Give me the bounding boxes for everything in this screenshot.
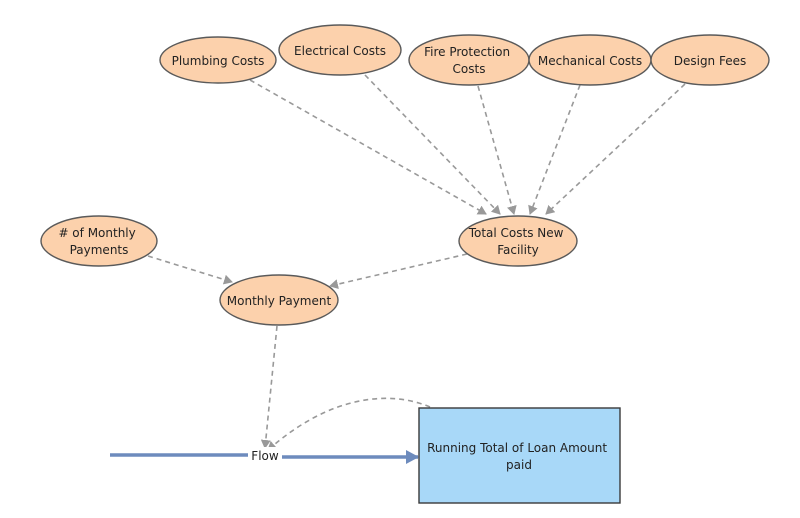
link-running-to-flow[interactable] xyxy=(267,397,431,451)
link-monthly-to-flow[interactable] xyxy=(260,325,278,449)
stock-label: Running Total of Loan Amount paid xyxy=(427,441,611,472)
link-plumbing-to-total[interactable] xyxy=(249,79,487,215)
variable-electrical-ellipse[interactable] xyxy=(278,24,402,76)
link-electrical-to-total[interactable] xyxy=(364,74,501,215)
variable-design-fees[interactable]: Design Fees xyxy=(650,34,770,86)
variable-number-of-monthly-payments[interactable]: # of Monthly Payments xyxy=(40,215,158,267)
variable-numpay-line-2: Payments xyxy=(70,243,129,257)
variable-electrical-label: Electrical Costs xyxy=(294,44,386,58)
link-layer xyxy=(147,74,686,451)
variable-plumbing-label: Plumbing Costs xyxy=(172,54,265,68)
variable-total-line-1: Total Costs New xyxy=(468,226,564,240)
variable-total-ellipse[interactable] xyxy=(458,215,578,267)
variable-total-costs-new-facility[interactable]: Total Costs New Facility xyxy=(458,215,578,267)
variable-fire-line-2: Costs xyxy=(453,62,486,76)
stock-box[interactable] xyxy=(418,407,621,504)
stock-label-line-2: paid xyxy=(506,458,532,472)
link-design-to-total[interactable] xyxy=(545,83,686,215)
flow-label-bg xyxy=(248,447,282,463)
variable-total-label: Total Costs New Facility xyxy=(468,226,568,257)
variable-electrical-line-1: Electrical Costs xyxy=(294,44,386,58)
flow-pipe[interactable]: Flow xyxy=(110,447,419,464)
link-numpay-to-monthly[interactable] xyxy=(147,255,233,285)
variable-total-line-2: Facility xyxy=(497,243,539,257)
link-total-to-monthly[interactable] xyxy=(329,253,468,290)
variable-monthly-line-1: Monthly Payment xyxy=(227,294,332,308)
variable-fire-protection-costs[interactable]: Fire Protection Costs xyxy=(408,34,530,86)
variable-numpay-label: # of Monthly Payments xyxy=(58,226,139,257)
variable-mechanical-label: Mechanical Costs xyxy=(538,54,642,68)
variable-plumbing-costs[interactable]: Plumbing Costs xyxy=(159,36,277,84)
link-mechanical-to-total[interactable] xyxy=(528,84,581,215)
variable-fire-line-1: Fire Protection xyxy=(424,45,510,59)
variable-electrical-costs[interactable]: Electrical Costs xyxy=(278,24,402,76)
variable-design-line-1: Design Fees xyxy=(674,54,747,68)
stock-label-line-1: Running Total of Loan Amount xyxy=(427,441,607,455)
variable-fire-ellipse[interactable] xyxy=(408,34,530,86)
variable-monthly-label: Monthly Payment xyxy=(227,294,332,308)
flow-label[interactable]: Flow xyxy=(251,449,279,463)
variable-monthly-ellipse[interactable] xyxy=(219,274,339,326)
stock-running-total[interactable]: Running Total of Loan Amount paid xyxy=(418,407,621,504)
variable-mechanical-line-1: Mechanical Costs xyxy=(538,54,642,68)
variable-plumbing-ellipse[interactable] xyxy=(159,36,277,84)
variable-numpay-line-1: # of Monthly xyxy=(58,226,135,240)
variable-fire-label: Fire Protection Costs xyxy=(424,45,514,76)
link-fire-to-total[interactable] xyxy=(477,85,517,215)
variable-numpay-ellipse[interactable] xyxy=(40,215,158,267)
variable-plumbing-line-1: Plumbing Costs xyxy=(172,54,265,68)
variable-design-ellipse[interactable] xyxy=(650,34,770,86)
variable-monthly-payment[interactable]: Monthly Payment xyxy=(219,274,339,326)
variable-mechanical-costs[interactable]: Mechanical Costs xyxy=(528,34,652,86)
variable-design-label: Design Fees xyxy=(674,54,747,68)
